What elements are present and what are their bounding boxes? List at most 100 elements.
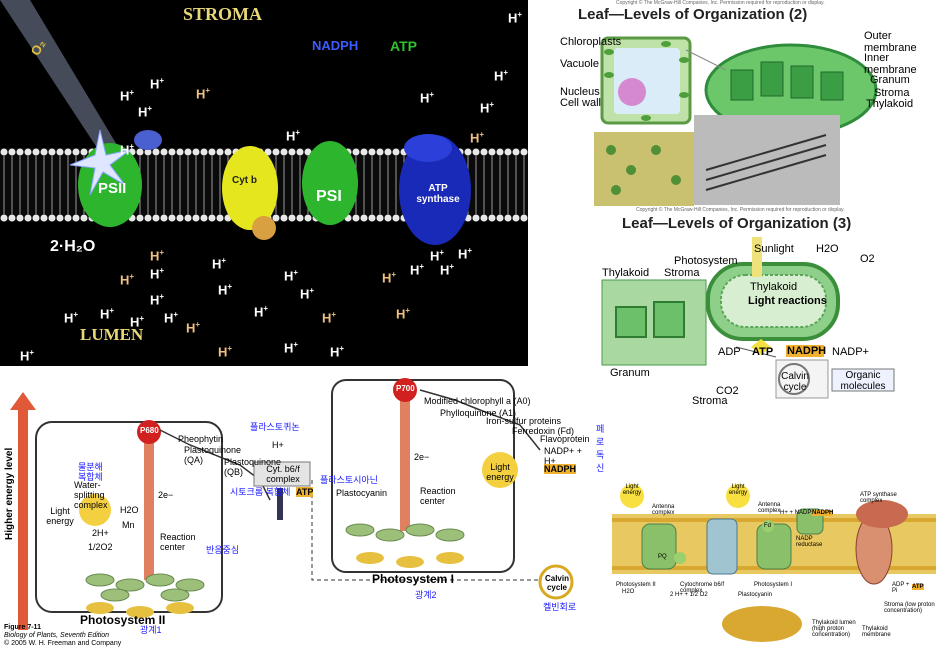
proton-marker: H+ bbox=[420, 90, 435, 106]
cytbf-label: Cyt. b6/f complex bbox=[266, 464, 300, 484]
e2-psi: 2e− bbox=[414, 452, 430, 462]
cytb-complex bbox=[222, 146, 278, 230]
lipid-head bbox=[144, 214, 152, 222]
lipid-head bbox=[192, 148, 200, 156]
proton-marker: H+ bbox=[382, 270, 397, 286]
electron-transport-graphic bbox=[612, 484, 936, 642]
lipid-head bbox=[56, 214, 64, 222]
label-thylakoid: Thylakoid bbox=[866, 98, 914, 110]
plastocyanin-label: Plastocyanin bbox=[336, 488, 388, 498]
lipid-head bbox=[48, 148, 56, 156]
leaf3-photosystem: Photosystem bbox=[674, 255, 738, 267]
lipid-head bbox=[200, 148, 208, 156]
lipid-head bbox=[288, 148, 296, 156]
lipid-head bbox=[224, 148, 232, 156]
iron-sulfur-label: Iron-sulfur proteins bbox=[486, 416, 562, 426]
kr-complex: 복합체 bbox=[78, 472, 103, 482]
lipid-head bbox=[32, 148, 40, 156]
atp-cyt: Cytochrome b6/f complex bbox=[680, 582, 725, 594]
lipid-head bbox=[488, 148, 496, 156]
proton-marker: H+ bbox=[430, 248, 445, 264]
caption-copy: © 2005 W. H. Freeman and Company bbox=[4, 640, 122, 647]
stroma-label: STROMA bbox=[183, 4, 263, 24]
proton-marker: H+ bbox=[218, 344, 233, 360]
lipid-head bbox=[352, 214, 360, 222]
kr-calvin: 켈빈회로 bbox=[543, 602, 577, 612]
proton-marker: H+ bbox=[396, 306, 411, 322]
psi-title: Photosystem I bbox=[372, 572, 455, 586]
leaf3-title: Leaf—Levels of Organization (3) bbox=[622, 215, 852, 232]
proton-marker: H+ bbox=[130, 314, 145, 330]
proton-marker: H+ bbox=[440, 262, 455, 278]
light-beam bbox=[0, 0, 120, 160]
lipid-head bbox=[136, 148, 144, 156]
lipid-head bbox=[216, 148, 224, 156]
psi-label: PSI bbox=[316, 188, 342, 205]
proton-marker: H+ bbox=[64, 310, 79, 326]
pheophytin-label: Pheophytin bbox=[178, 434, 224, 444]
atp-atp: ATP bbox=[912, 584, 924, 590]
lipid-head bbox=[296, 148, 304, 156]
lipid-head bbox=[480, 214, 488, 222]
lipid-head bbox=[384, 148, 392, 156]
proton-marker: H+ bbox=[150, 76, 165, 92]
leaf3-calvin: Calvin cycle bbox=[781, 371, 809, 393]
two-h-label: 2H+ bbox=[92, 528, 109, 538]
lipid-head bbox=[368, 214, 376, 222]
leaf-organization-3-panel: Copyright © The McGraw-Hill Companies, I… bbox=[576, 207, 936, 404]
psii-title: Photosystem II bbox=[80, 613, 166, 627]
proton-marker: H+ bbox=[284, 340, 299, 356]
photon-flash-icon bbox=[69, 129, 131, 196]
proton-marker: H+ bbox=[212, 256, 227, 272]
atp-antenna1: Antenna complex bbox=[652, 504, 675, 516]
proton-marker: H+ bbox=[120, 272, 135, 288]
lipid-head bbox=[200, 214, 208, 222]
proton-marker: H+ bbox=[150, 266, 165, 282]
atp-membrane: Thylakoid membrane bbox=[862, 626, 891, 638]
proton-marker: H+ bbox=[286, 128, 301, 144]
lipid-head bbox=[360, 214, 368, 222]
leaf3-copyright: Copyright © The McGraw-Hill Companies, I… bbox=[636, 207, 845, 213]
lipid-head bbox=[392, 148, 400, 156]
leaf3-co2: CO2 bbox=[716, 385, 739, 397]
lipid-head bbox=[160, 214, 168, 222]
leaf3-light-reactions: Light reactions bbox=[748, 295, 827, 307]
lipid-head bbox=[0, 214, 8, 222]
p680-label: P680 bbox=[140, 426, 159, 435]
lipid-head bbox=[504, 214, 512, 222]
leaf3-thylakoid-left: Thylakoid bbox=[602, 267, 650, 279]
nadph-label: NADPH bbox=[312, 38, 359, 53]
calvin-label: Calvin cycle bbox=[544, 574, 569, 592]
kr-cytochrome: 시토크롬 복합체 bbox=[230, 487, 291, 497]
label-granum: Granum bbox=[870, 74, 910, 86]
lipid-head bbox=[208, 214, 216, 222]
lipid-head bbox=[184, 214, 192, 222]
lipid-head bbox=[64, 214, 72, 222]
proton-marker: H+ bbox=[284, 268, 299, 284]
label-nucleus: Nucleus bbox=[560, 86, 600, 98]
z-scheme-graphic bbox=[10, 378, 574, 630]
reaction-center-psi: Reaction center bbox=[420, 486, 456, 506]
lipid-head bbox=[272, 214, 280, 222]
lipid-head bbox=[184, 148, 192, 156]
lipid-head bbox=[24, 214, 32, 222]
leaf3-nadp: NADP+ bbox=[832, 346, 869, 358]
lipid-head bbox=[152, 214, 160, 222]
atp-stroma: Stroma (low proton concentration) bbox=[884, 602, 935, 614]
proton-marker: H+ bbox=[322, 310, 337, 326]
lipid-head bbox=[480, 148, 488, 156]
psii-label: PSII bbox=[98, 180, 127, 197]
lipid-head bbox=[304, 214, 312, 222]
proton-marker: H+ bbox=[410, 262, 425, 278]
water-splitting-label: Water-splitting complex bbox=[74, 480, 108, 510]
lipid-head bbox=[24, 148, 32, 156]
atp-synthase-label: ATP synthase bbox=[416, 183, 460, 205]
plastoquinone-b-label: Plastoquinone (QB) bbox=[224, 457, 282, 477]
e2-psii: 2e− bbox=[158, 490, 174, 500]
proton-marker: H+ bbox=[186, 320, 201, 336]
kr-plastoquinone: 플라스토퀴논 bbox=[250, 422, 300, 432]
proton-marker: H+ bbox=[218, 282, 233, 298]
leaf3-o2: O2 bbox=[860, 253, 875, 265]
lipid-head bbox=[272, 148, 280, 156]
thylakoid-membrane-panel: STROMA LUMEN NADPH ATP PSII Cyt b PSI AT… bbox=[0, 0, 528, 366]
